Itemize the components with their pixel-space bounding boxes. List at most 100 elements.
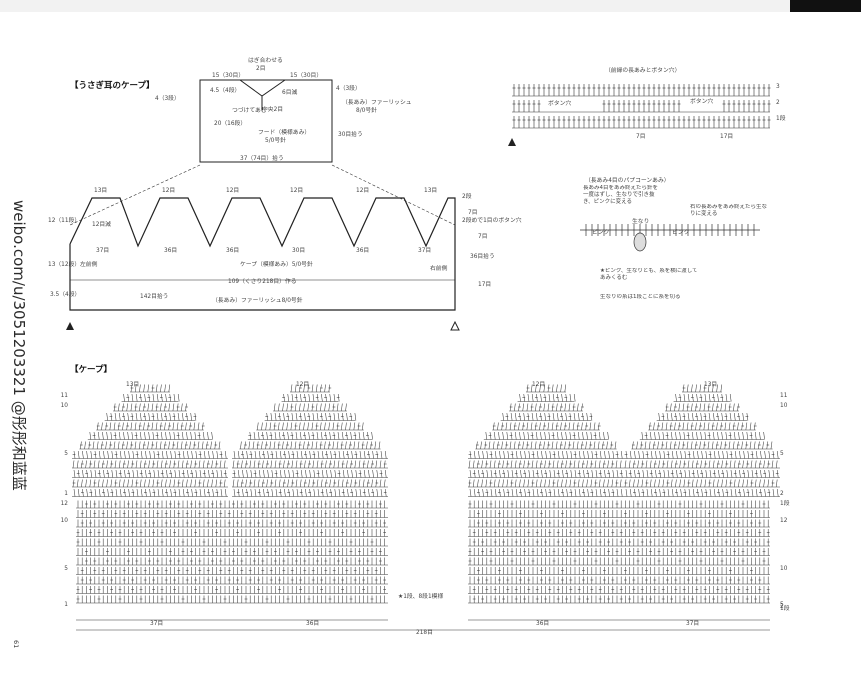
stitch-mark xyxy=(176,441,179,450)
stitch-mark xyxy=(346,460,348,469)
stitch-mark xyxy=(759,431,761,440)
stitch-mark xyxy=(311,441,314,450)
cape-right-note-1: 2段 xyxy=(462,192,472,200)
stitch-mark xyxy=(270,412,273,421)
stitch-mark xyxy=(153,469,156,478)
hood-fur-note: （長あみ）ファーリッシュ xyxy=(342,99,412,106)
stitch-mark xyxy=(102,479,104,488)
stitch-mark xyxy=(333,393,336,402)
stitch-mark xyxy=(511,469,514,478)
stitch-mark xyxy=(156,460,159,469)
stitch-mark xyxy=(561,393,563,402)
stitch-mark xyxy=(258,450,261,459)
stitch-mark xyxy=(145,469,147,478)
stitch-mark xyxy=(202,431,205,440)
stitch-mark xyxy=(729,393,732,402)
stitch-mark xyxy=(291,460,294,469)
stitch-mark xyxy=(198,460,201,469)
chart-row-label: 10 xyxy=(61,518,69,524)
stitch-mark xyxy=(679,479,681,488)
stitch-mark xyxy=(523,479,525,488)
stitch-mark xyxy=(160,460,163,469)
stitch-mark xyxy=(566,488,568,497)
stitch-mark xyxy=(671,450,674,459)
stitch-mark xyxy=(321,450,324,459)
stitch-mark xyxy=(346,412,348,421)
hood-diagram-title: 【うさぎ耳のケープ】 xyxy=(70,80,155,91)
stitch-mark xyxy=(683,431,686,440)
cape-valley-6: 37目 xyxy=(418,247,431,254)
stitch-mark xyxy=(776,488,779,497)
stitch-mark xyxy=(587,450,589,459)
stitch-mark xyxy=(675,431,677,440)
stitch-mark xyxy=(683,479,686,488)
stitch-mark xyxy=(148,460,150,469)
stitch-mark xyxy=(236,479,239,488)
stitch-mark xyxy=(303,422,305,431)
stitch-mark xyxy=(725,393,728,402)
stitch-mark xyxy=(599,488,602,497)
stitch-mark xyxy=(363,450,366,459)
stitch-mark xyxy=(303,403,305,412)
stitch-mark xyxy=(515,450,518,459)
stitch-mark xyxy=(586,460,588,469)
stitch-mark xyxy=(321,469,324,478)
stitch-mark xyxy=(173,479,176,488)
stitch-mark xyxy=(131,431,134,440)
stitch-mark xyxy=(582,479,584,488)
cape-peak-5: 12目 xyxy=(356,187,369,194)
stitch-mark xyxy=(212,450,214,459)
stitch-mark xyxy=(733,460,736,469)
stitch-mark xyxy=(607,431,609,440)
stitch-mark xyxy=(721,412,723,421)
stitch-mark xyxy=(261,441,263,450)
stitch-mark xyxy=(569,393,572,402)
stitch-mark xyxy=(358,431,361,440)
stitch-mark xyxy=(473,488,476,497)
stitch-mark xyxy=(590,431,593,440)
cape-valley-4: 30目 xyxy=(292,247,305,254)
stitch-mark xyxy=(531,460,534,469)
stitch-mark xyxy=(545,488,547,497)
stitch-mark xyxy=(507,469,510,478)
stitch-mark xyxy=(543,403,545,412)
cape-left-front: 左前側 xyxy=(80,260,98,268)
stitch-mark xyxy=(267,450,269,459)
stitch-mark xyxy=(662,479,665,488)
stitch-mark xyxy=(711,441,714,450)
stitch-mark xyxy=(126,441,128,450)
stitch-mark xyxy=(300,450,303,459)
stitch-mark xyxy=(300,393,302,402)
stitch-mark xyxy=(682,403,685,412)
stitch-mark xyxy=(334,469,337,478)
stitch-mark xyxy=(741,441,743,450)
stitch-mark xyxy=(568,422,571,431)
stitch-mark xyxy=(696,479,698,488)
stitch-mark xyxy=(695,384,697,393)
stitch-mark xyxy=(548,431,551,440)
stitch-mark xyxy=(299,403,301,412)
stitch-mark xyxy=(161,488,164,497)
chart-peak-3: 12目 xyxy=(532,381,545,388)
stitch-mark xyxy=(648,441,651,450)
cape-valley-5: 36目 xyxy=(356,247,369,254)
stitch-mark xyxy=(279,469,282,478)
stitch-mark xyxy=(713,450,716,459)
stitch-mark xyxy=(751,469,754,478)
stitch-mark xyxy=(250,488,253,497)
stitch-mark xyxy=(759,479,761,488)
stitch-mark xyxy=(586,431,588,440)
stitch-mark xyxy=(650,488,653,497)
stitch-mark xyxy=(742,412,744,421)
stitch-mark xyxy=(655,469,657,478)
stitch-mark xyxy=(212,488,214,497)
stitch-mark xyxy=(202,460,205,469)
stitch-mark xyxy=(324,384,326,393)
stitch-mark xyxy=(502,431,504,440)
stitch-mark xyxy=(490,469,493,478)
stitch-mark xyxy=(688,469,691,478)
stitch-mark xyxy=(749,441,752,450)
stitch-mark xyxy=(358,479,361,488)
stitch-mark xyxy=(646,469,649,478)
